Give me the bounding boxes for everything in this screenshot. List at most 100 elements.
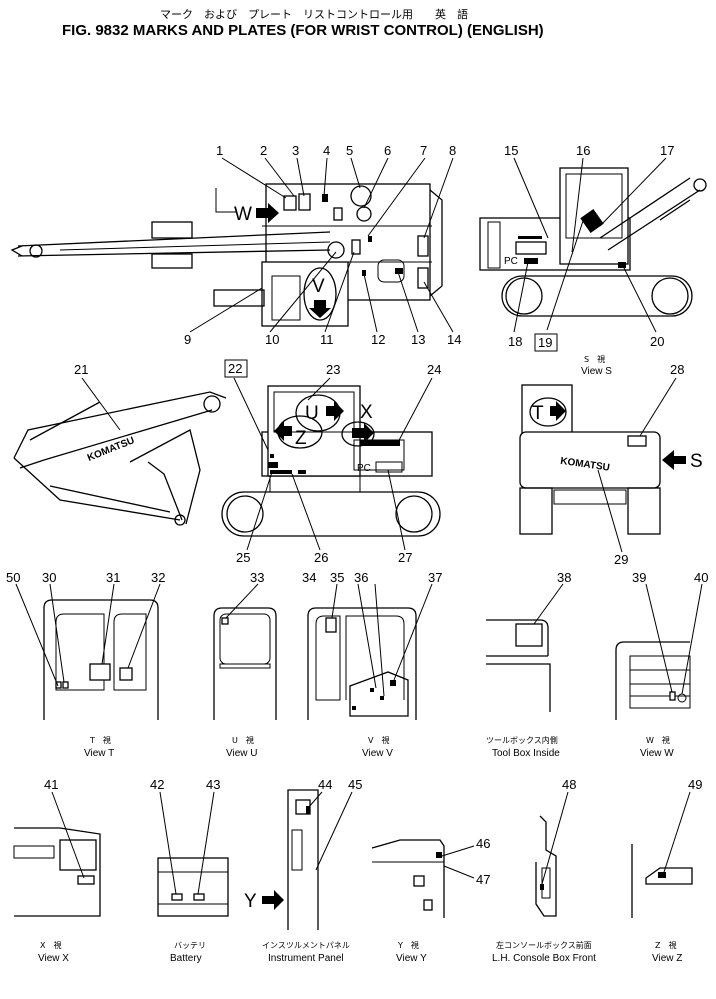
callout-box-19 bbox=[534, 333, 558, 352]
rear-view-drawing: T KOMATSU S bbox=[519, 384, 703, 535]
console-caption: L.H. Console Box Front bbox=[492, 953, 596, 964]
view-x-caption: View X bbox=[38, 953, 69, 964]
battery-jp: バッテリ bbox=[174, 941, 206, 950]
panel-view-t bbox=[15, 583, 161, 720]
callout-37: 37 bbox=[428, 570, 442, 585]
panel-view-x bbox=[13, 791, 101, 917]
view-w-caption: View W bbox=[640, 748, 674, 759]
view-y-caption: View Y bbox=[396, 953, 427, 964]
callout-11: 11 bbox=[320, 332, 334, 347]
top-view-drawing: W V bbox=[10, 183, 443, 327]
callout-42: 42 bbox=[150, 777, 164, 792]
panel-console bbox=[535, 791, 569, 917]
callout-21: 21 bbox=[74, 362, 88, 377]
side-view-boom-drawing: KOMATSU PC U X Z bbox=[13, 385, 441, 537]
callout-14: 14 bbox=[447, 332, 461, 347]
view-s-caption: View S bbox=[581, 366, 612, 377]
callout-22: 22 bbox=[228, 361, 242, 376]
view-w-jp: W 視 bbox=[646, 736, 670, 745]
callout-16: 16 bbox=[576, 143, 590, 158]
view-x-label: X bbox=[360, 402, 373, 423]
top-view-leaders bbox=[189, 157, 454, 333]
callout-48: 48 bbox=[562, 777, 576, 792]
panel-view-z bbox=[631, 791, 693, 918]
view-s-label: S bbox=[690, 451, 703, 472]
view-v-jp: V 視 bbox=[368, 736, 389, 745]
callout-10: 10 bbox=[265, 332, 279, 347]
callout-41: 41 bbox=[44, 777, 58, 792]
callout-39: 39 bbox=[632, 570, 646, 585]
callout-44: 44 bbox=[318, 777, 332, 792]
callout-43: 43 bbox=[206, 777, 220, 792]
callout-32: 32 bbox=[151, 570, 165, 585]
callout-19: 19 bbox=[538, 335, 552, 350]
view-t-label: T bbox=[532, 403, 544, 424]
panel-toolbox bbox=[486, 583, 564, 712]
figure-title: FIG. 9832 MARKS AND PLATES (FOR WRIST CO… bbox=[62, 22, 544, 39]
callout-26: 26 bbox=[314, 550, 328, 565]
callout-box-22 bbox=[224, 359, 248, 378]
view-v-arrow-icon bbox=[309, 300, 331, 318]
callout-17: 17 bbox=[660, 143, 674, 158]
callout-15: 15 bbox=[504, 143, 518, 158]
console-jp: 左コンソールボックス前面 bbox=[496, 940, 592, 950]
callout-35: 35 bbox=[330, 570, 344, 585]
view-t-caption: View T bbox=[84, 748, 114, 759]
view-s-arrow-icon bbox=[662, 450, 686, 470]
view-v-label: V bbox=[312, 276, 325, 297]
view-z-arrow-icon bbox=[274, 421, 292, 441]
callout-9: 9 bbox=[184, 332, 191, 347]
view-y-label: Y bbox=[244, 891, 257, 912]
view-u-arrow-icon bbox=[326, 401, 344, 421]
callout-38: 38 bbox=[557, 570, 571, 585]
panel-battery bbox=[157, 791, 229, 917]
view-v-caption: View V bbox=[362, 748, 393, 759]
view-y-arrow-icon bbox=[262, 890, 284, 910]
view-u-caption: View U bbox=[226, 748, 258, 759]
callout-20: 20 bbox=[650, 334, 664, 349]
callout-13: 13 bbox=[411, 332, 425, 347]
instrument-jp: インスツルメントパネル bbox=[262, 941, 350, 950]
side-s-pc-badge: PC bbox=[504, 256, 518, 267]
view-w-label: W bbox=[234, 204, 252, 225]
view-x-arrow-icon bbox=[352, 423, 374, 443]
callout-2: 2 bbox=[260, 143, 267, 158]
callout-3: 3 bbox=[292, 143, 299, 158]
callout-27: 27 bbox=[398, 550, 412, 565]
view-t-arrow-icon bbox=[550, 401, 566, 421]
callout-45: 45 bbox=[348, 777, 362, 792]
title-japanese: マーク および プレート リストコントロール用 英 語 bbox=[160, 7, 468, 21]
side-view-boom-leaders bbox=[81, 377, 433, 551]
view-u-label: U bbox=[305, 403, 319, 424]
callout-28: 28 bbox=[670, 362, 684, 377]
callout-4: 4 bbox=[323, 143, 330, 158]
view-u-jp: U 視 bbox=[232, 736, 254, 745]
view-w-arrow-icon bbox=[256, 203, 279, 223]
callout-12: 12 bbox=[371, 332, 385, 347]
callout-18: 18 bbox=[508, 334, 522, 349]
view-z-caption: View Z bbox=[652, 953, 682, 964]
callout-40: 40 bbox=[694, 570, 708, 585]
callout-25: 25 bbox=[236, 550, 250, 565]
side-view-s-drawing: PC bbox=[479, 167, 707, 317]
callout-8: 8 bbox=[449, 143, 456, 158]
panel-view-w bbox=[615, 583, 703, 720]
callout-49: 49 bbox=[688, 777, 702, 792]
side-view-s-leaders bbox=[513, 157, 667, 333]
instrument-caption: Instrument Panel bbox=[268, 953, 344, 964]
view-y-jp: Y 視 bbox=[397, 941, 419, 950]
panel-view-u bbox=[213, 583, 277, 720]
callout-7: 7 bbox=[420, 143, 427, 158]
view-s-jp: S 視 bbox=[584, 355, 605, 364]
callout-24: 24 bbox=[427, 362, 441, 377]
panel-instrument: Y bbox=[244, 789, 353, 930]
side-pc-badge: PC bbox=[357, 463, 371, 474]
callout-23: 23 bbox=[326, 362, 340, 377]
callout-46: 46 bbox=[476, 836, 490, 851]
rear-view-leaders bbox=[597, 377, 677, 553]
callout-50: 50 bbox=[6, 570, 20, 585]
callout-34: 34 bbox=[302, 570, 316, 585]
toolbox-jp: ツールボックス内側 bbox=[486, 735, 558, 745]
